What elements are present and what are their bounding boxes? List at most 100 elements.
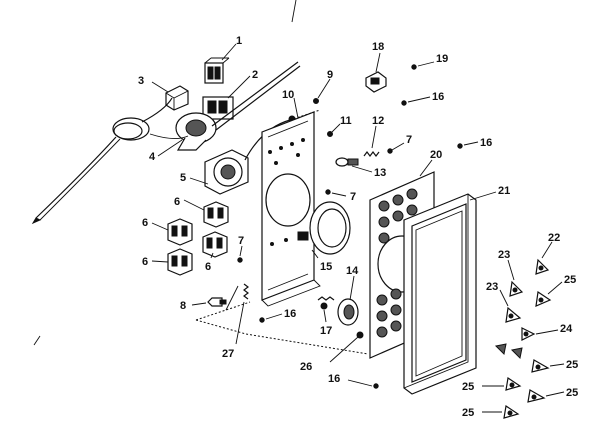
label-part-7b: 7 xyxy=(350,191,356,203)
leader-19 xyxy=(417,61,435,67)
part-25-knob-e xyxy=(503,404,520,419)
part-12-lamp-spring xyxy=(363,151,380,157)
label-part-19: 19 xyxy=(436,53,448,65)
leader-21 xyxy=(469,191,497,201)
part-26-bushing xyxy=(356,331,364,339)
part-23-knob-a xyxy=(509,280,524,297)
leader-23b xyxy=(499,289,509,307)
label-part-27: 27 xyxy=(222,348,234,360)
label-part-16d: 16 xyxy=(328,373,340,385)
label-part-7c: 7 xyxy=(238,235,244,247)
leader-9 xyxy=(317,78,331,99)
part-18-clip xyxy=(365,71,387,93)
label-part-21: 21 xyxy=(498,185,510,197)
part-3-relay-box xyxy=(165,85,189,111)
label-part-24: 24 xyxy=(560,323,573,335)
leader-6c xyxy=(210,252,214,259)
leader-15 xyxy=(311,249,319,259)
leader-6d xyxy=(151,260,169,263)
leader-10 xyxy=(293,97,299,119)
label-part-23b: 23 xyxy=(486,281,498,293)
label-part-12: 12 xyxy=(372,115,384,127)
label-part-9: 9 xyxy=(327,69,333,81)
leader-18 xyxy=(375,52,381,73)
leader-7a xyxy=(391,142,405,151)
leader-12 xyxy=(371,125,377,149)
label-part-2: 2 xyxy=(252,69,258,81)
leader-8 xyxy=(191,302,207,306)
leader-16a xyxy=(407,96,431,103)
leader-13 xyxy=(351,165,373,173)
leader-25b xyxy=(549,363,565,367)
part-7-screw-b xyxy=(325,189,331,195)
assembly-dashed-line-b xyxy=(195,301,251,321)
leader-23a xyxy=(507,259,515,281)
label-part-16c: 16 xyxy=(284,308,296,320)
label-part-13: 13 xyxy=(374,167,386,179)
label-part-3: 3 xyxy=(138,75,144,87)
leader-22 xyxy=(541,241,553,259)
leader-25a xyxy=(547,281,563,295)
scan-artifact-bottom xyxy=(33,335,41,346)
part-16-screw-b xyxy=(457,143,463,149)
label-part-18: 18 xyxy=(372,41,384,53)
part-25-knob-a xyxy=(535,290,552,307)
label-part-26: 26 xyxy=(300,361,312,373)
label-part-25d: 25 xyxy=(566,387,578,399)
part-1-relay xyxy=(204,57,230,84)
leader-26 xyxy=(329,336,359,363)
label-part-23a: 23 xyxy=(498,249,510,261)
part-14-gasket xyxy=(337,298,359,326)
label-part-6b: 6 xyxy=(142,217,148,229)
label-part-16b: 16 xyxy=(480,137,492,149)
label-part-8: 8 xyxy=(180,300,186,312)
label-part-6a: 6 xyxy=(174,196,180,208)
label-part-11: 11 xyxy=(340,115,352,127)
leader-1 xyxy=(221,43,237,61)
leader-24 xyxy=(535,329,559,335)
label-part-4: 4 xyxy=(149,151,156,163)
label-part-17: 17 xyxy=(320,325,332,337)
part-15-ring xyxy=(297,201,351,255)
knob-small-b xyxy=(510,347,523,360)
leader-7b xyxy=(331,192,347,197)
part-25-knob-d xyxy=(527,389,546,403)
label-part-6d: 6 xyxy=(142,256,148,268)
part-8-fastener xyxy=(207,297,227,307)
label-part-7a: 7 xyxy=(406,134,412,146)
part-7-screw-c xyxy=(237,257,243,263)
leader-5 xyxy=(189,177,209,185)
part-10-control-bracket xyxy=(261,111,321,307)
label-part-5: 5 xyxy=(180,172,186,184)
part-13-lamp xyxy=(335,157,359,167)
part-11-screw xyxy=(327,131,333,137)
leader-2 xyxy=(227,75,251,99)
part-6-switch-block-a xyxy=(203,201,229,228)
leader-6a xyxy=(183,199,205,211)
assembly-dashed-line-c xyxy=(289,109,321,121)
part-25-knob-b xyxy=(531,359,550,373)
leader-11 xyxy=(331,123,341,133)
part-24-knob xyxy=(521,327,536,341)
leader-25d xyxy=(545,391,565,397)
part-6-switch-block-d xyxy=(167,248,193,276)
label-part-14: 14 xyxy=(346,265,359,277)
part-23-knob-b xyxy=(505,306,522,323)
label-part-25e: 25 xyxy=(462,407,474,419)
part-16-screw-c xyxy=(259,317,265,323)
part-19-screw xyxy=(411,64,417,70)
leader-16b xyxy=(463,141,479,146)
label-part-25a: 25 xyxy=(564,274,576,286)
assembly-dashed-line-a xyxy=(195,319,369,355)
leader-16d xyxy=(347,379,373,387)
knob-small-a xyxy=(494,343,507,356)
part-2-thermostat xyxy=(175,61,301,151)
label-part-25c: 25 xyxy=(462,381,474,393)
part-16-screw-a xyxy=(401,100,407,106)
scan-artifact-top xyxy=(291,0,297,23)
leader-4 xyxy=(157,139,183,157)
label-part-6c: 6 xyxy=(205,261,211,273)
label-part-20: 20 xyxy=(430,149,442,161)
